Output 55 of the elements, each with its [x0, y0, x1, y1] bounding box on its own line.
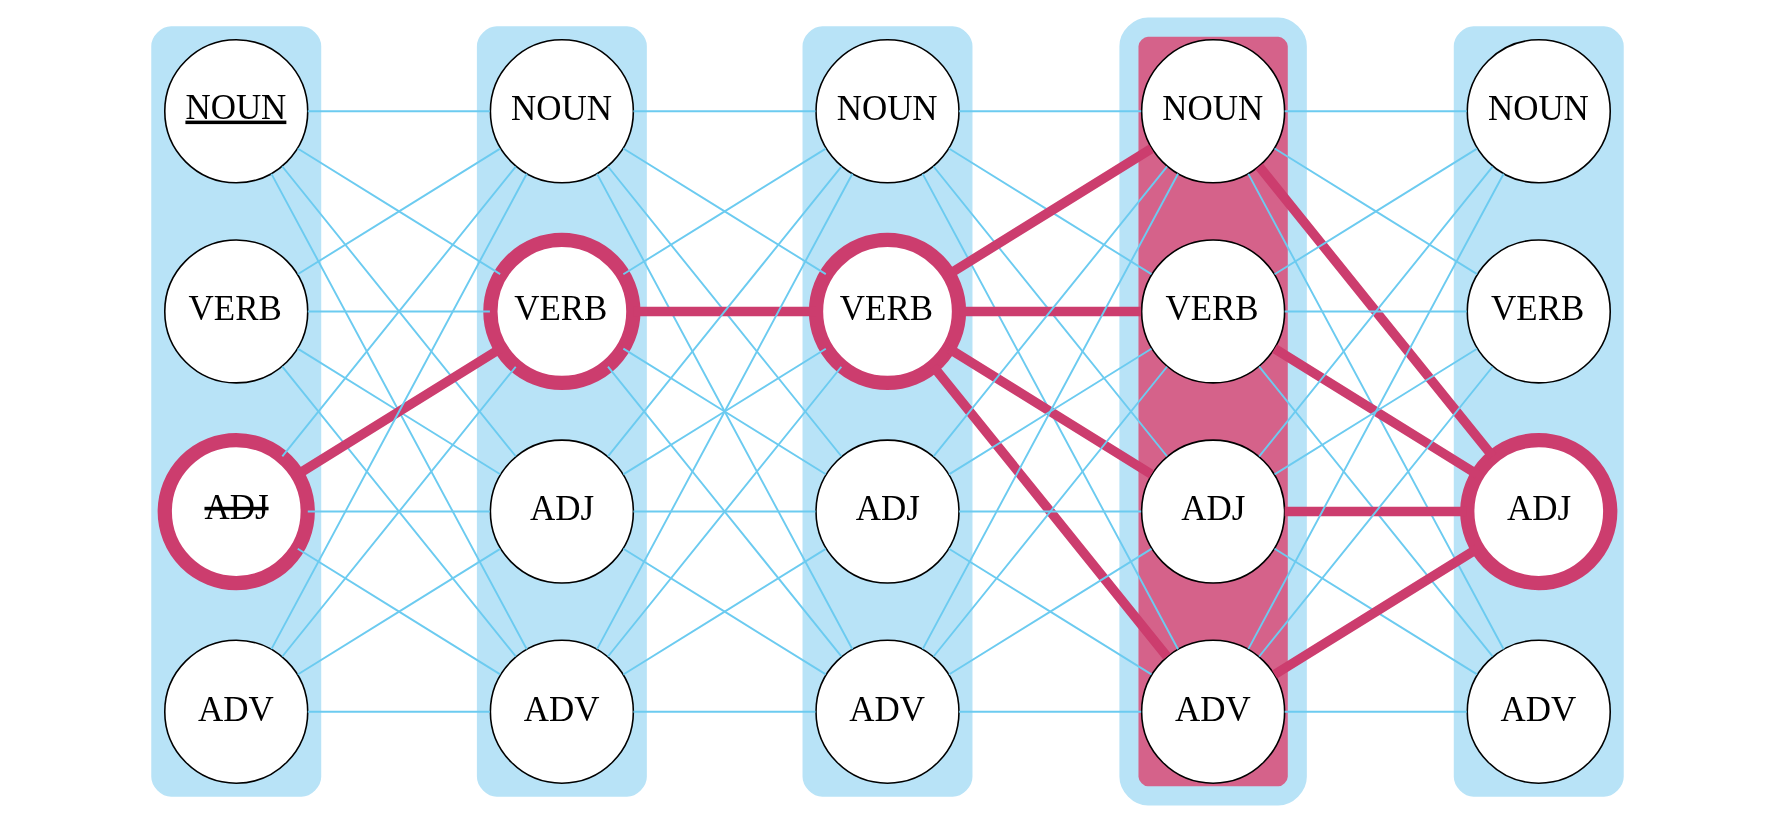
connector	[296, 547, 502, 676]
node-circle: ADJ	[1460, 432, 1618, 591]
connector	[281, 365, 517, 658]
connector	[1283, 310, 1468, 313]
connector	[596, 172, 854, 651]
connector	[281, 165, 517, 458]
connector	[1247, 172, 1505, 651]
node-circle: VERB	[1140, 239, 1286, 384]
node-circle: VERB	[1466, 239, 1612, 384]
connector	[622, 547, 827, 676]
connector	[958, 110, 1143, 113]
cluster	[1119, 17, 1307, 806]
node-circle: VERB	[483, 232, 641, 391]
node-circle: ADJ	[1140, 439, 1286, 584]
connector	[632, 710, 817, 713]
connector	[1258, 365, 1494, 658]
connector	[1273, 147, 1478, 276]
connector	[296, 147, 502, 276]
connector	[1283, 710, 1468, 713]
connector	[270, 172, 528, 651]
node-circle: ADV	[815, 639, 960, 784]
node-circle: ADV	[1466, 639, 1612, 784]
node-circle: ADJ	[157, 432, 315, 591]
node-circle: ADJ	[815, 439, 960, 584]
connector	[607, 365, 843, 658]
node-circle: ADV	[163, 639, 309, 784]
connector	[958, 510, 1143, 513]
connector	[632, 110, 817, 113]
node-circle: VERB	[163, 239, 309, 384]
node-circle: ADV	[489, 639, 635, 784]
node-circle: ADV	[1140, 639, 1286, 784]
connector	[622, 147, 827, 276]
connector	[306, 310, 491, 313]
connector	[948, 547, 1153, 676]
connector	[306, 110, 491, 113]
connector	[306, 710, 491, 713]
cluster	[476, 26, 647, 797]
connector	[306, 510, 491, 513]
connector	[607, 165, 843, 458]
cluster	[802, 26, 973, 797]
node-circle: NOUN	[163, 39, 309, 184]
node-circle: ADJ	[489, 439, 635, 584]
connector	[622, 347, 827, 476]
connector	[1283, 110, 1468, 113]
node-circle: NOUN	[815, 39, 960, 184]
node-circle: VERB	[808, 232, 967, 391]
node-circle: NOUN	[1466, 39, 1612, 184]
node-circle: NOUN	[1140, 39, 1286, 184]
connector	[921, 172, 1179, 651]
connector	[632, 510, 817, 513]
cluster	[151, 26, 322, 797]
cluster	[1453, 26, 1624, 797]
node-circle: NOUN	[489, 39, 635, 184]
connector	[932, 165, 1168, 458]
connector	[958, 710, 1143, 713]
